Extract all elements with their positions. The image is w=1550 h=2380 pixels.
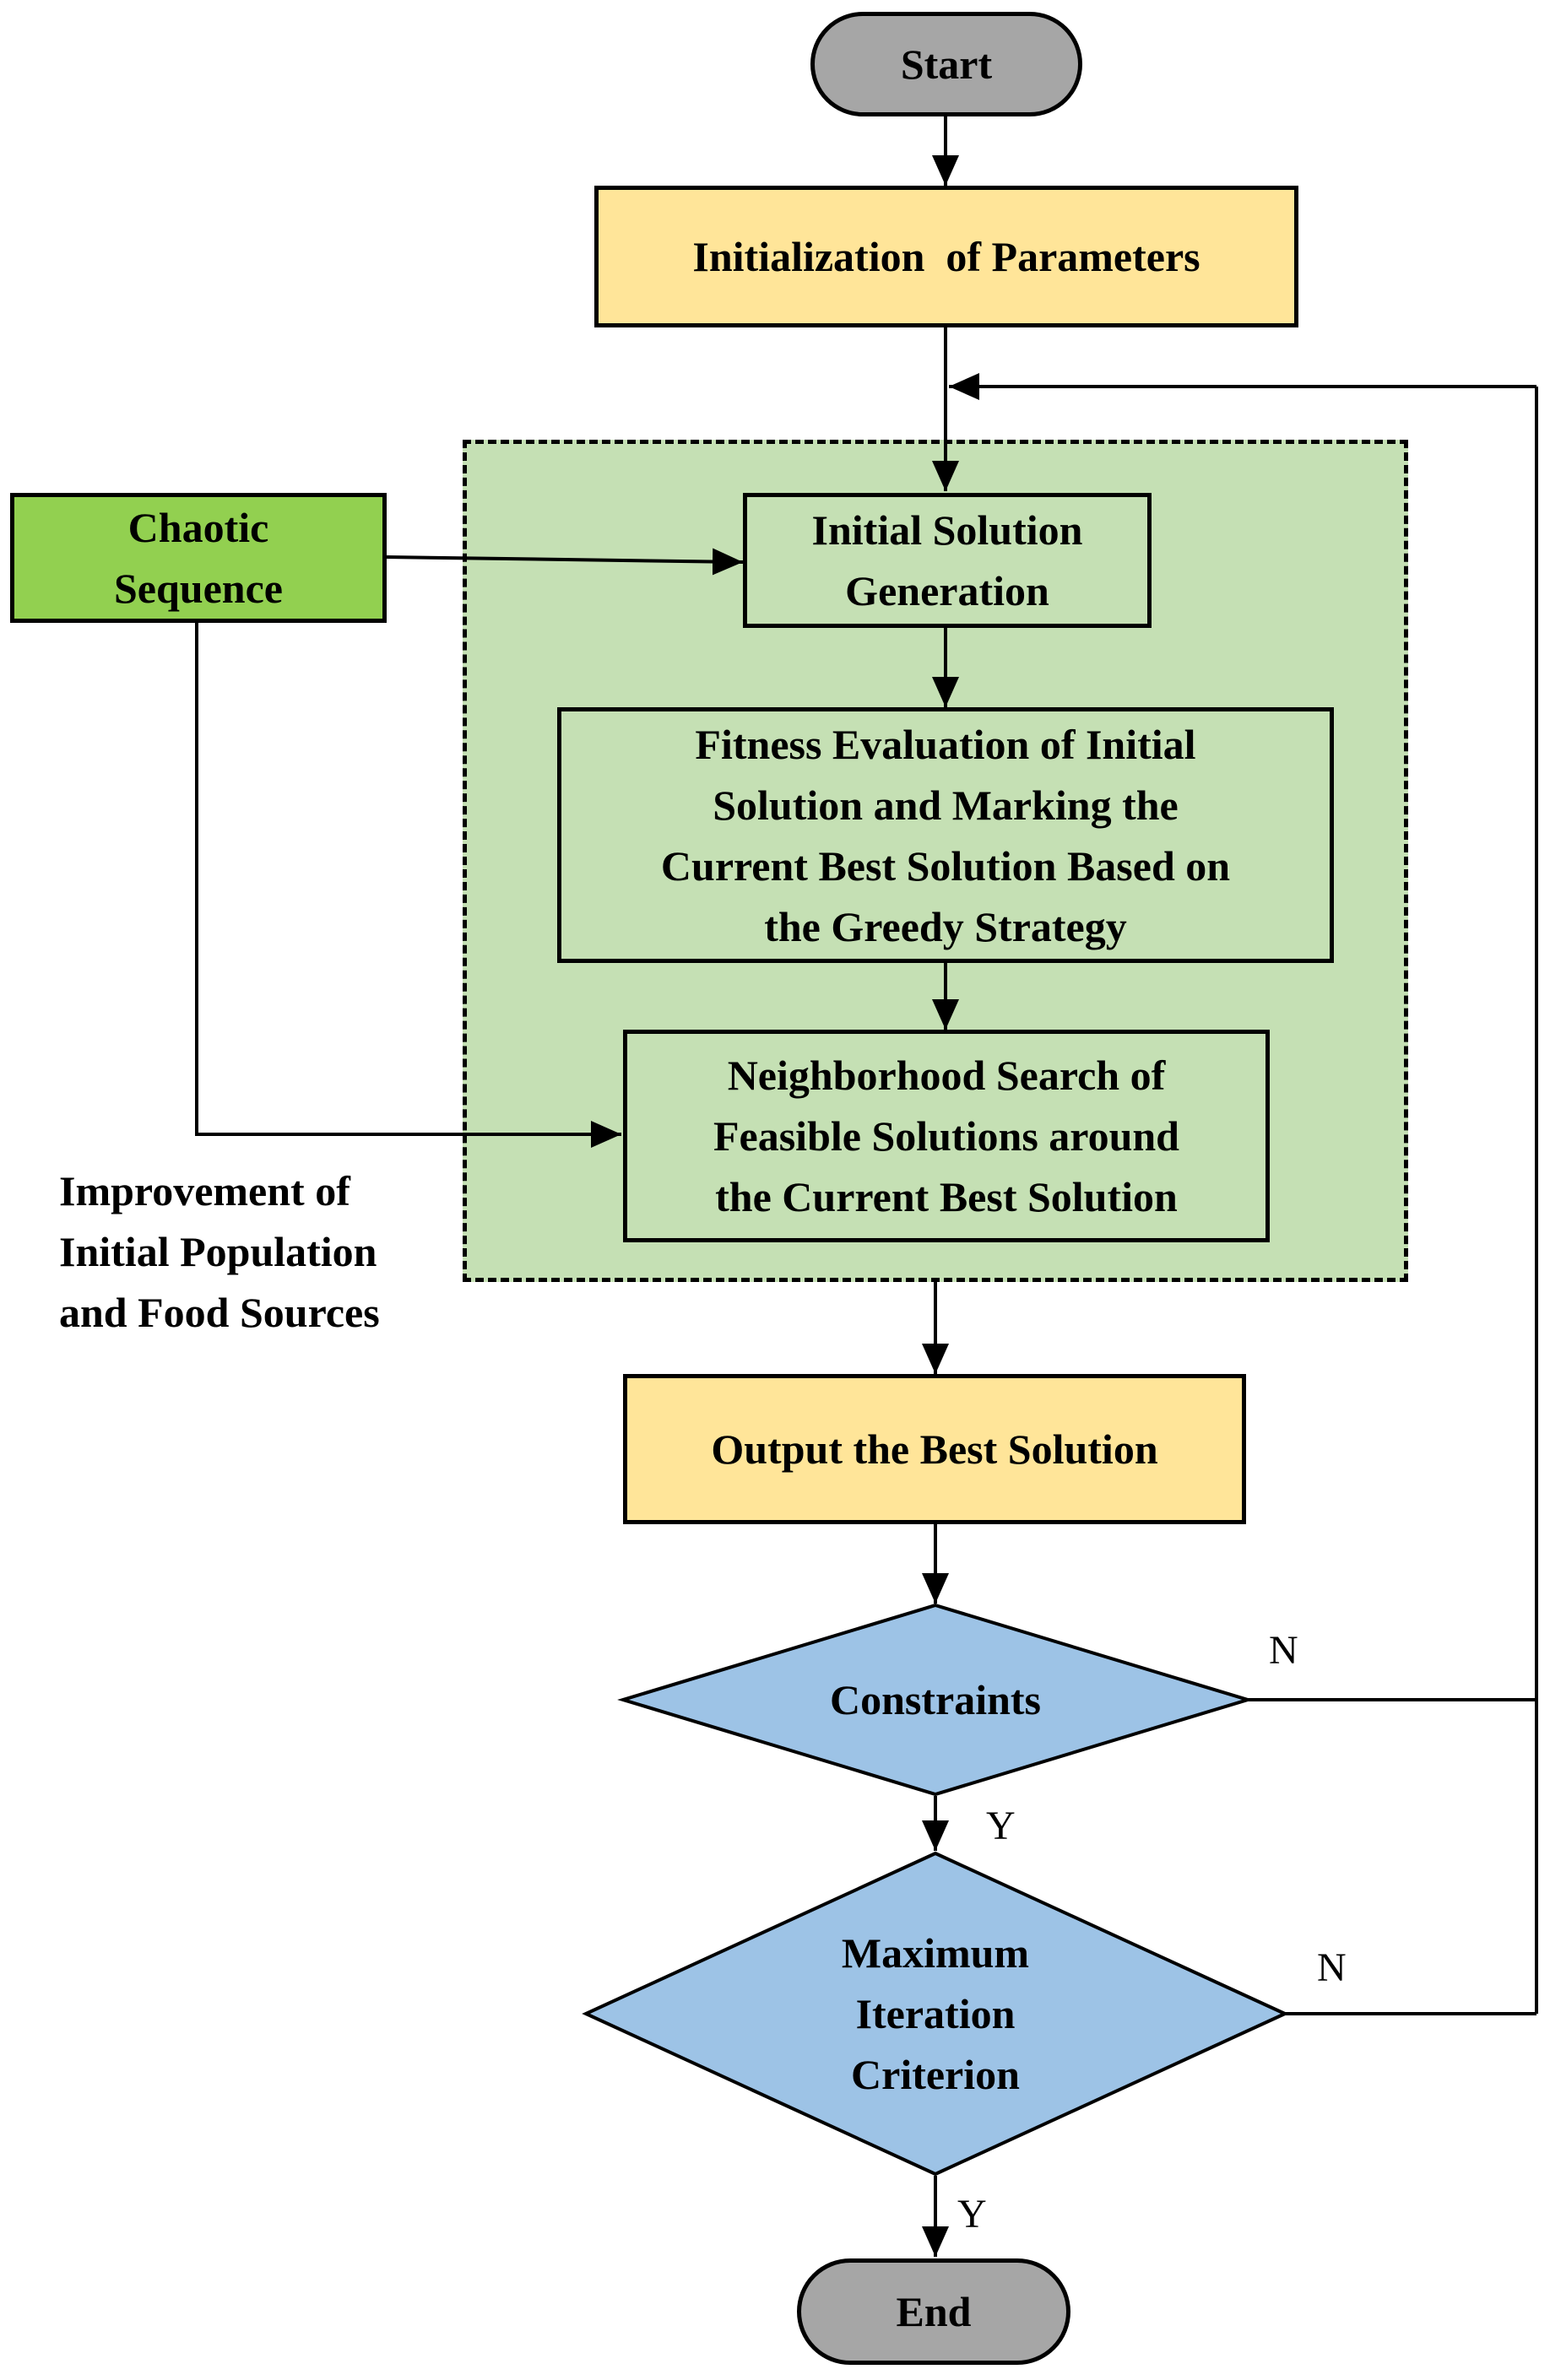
constraints-no-label: N	[1269, 1628, 1298, 1673]
init-params-label: Initialization of Parameters	[692, 233, 1200, 280]
neighborhood-search-node: Neighborhood Search of Feasible Solution…	[623, 1030, 1270, 1242]
max-iter-diamond	[582, 1851, 1289, 2177]
init-params-node: Initialization of Parameters	[594, 186, 1298, 327]
initial-solution-label: Initial Solution Generation	[811, 506, 1083, 614]
max-iter-label: Maximum Iteration Criterion	[841, 1929, 1030, 2098]
start-node: Start	[810, 12, 1082, 116]
output-best-label: Output the Best Solution	[711, 1425, 1158, 1473]
chaotic-sequence-label: Chaotic Sequence	[114, 504, 283, 612]
chaotic-sequence-node: Chaotic Sequence	[10, 493, 387, 623]
end-node: End	[797, 2258, 1070, 2365]
constraints-yes-label: Y	[986, 1804, 1016, 1848]
end-label: End	[896, 2288, 972, 2335]
arrow-chaotic-to-neighborhood	[195, 623, 621, 1148]
max-iter-yes-label: Y	[957, 2192, 987, 2237]
fitness-evaluation-label: Fitness Evaluation of Initial Solution a…	[660, 720, 1231, 950]
constraints-label: Constraints	[829, 1676, 1042, 1723]
neighborhood-search-label: Neighborhood Search of Feasible Solution…	[713, 1052, 1179, 1220]
start-label: Start	[900, 41, 993, 88]
initial-solution-node: Initial Solution Generation	[743, 493, 1152, 628]
max-iter-no-label: N	[1317, 1945, 1347, 1990]
improvement-group-label: Improvement of Initial Population and Fo…	[59, 1167, 380, 1336]
arrow-chaotic-to-initial-solution	[386, 548, 744, 576]
output-best-node: Output the Best Solution	[623, 1374, 1246, 1524]
fitness-evaluation-node: Fitness Evaluation of Initial Solution a…	[557, 707, 1334, 963]
constraints-diamond	[617, 1603, 1254, 1797]
